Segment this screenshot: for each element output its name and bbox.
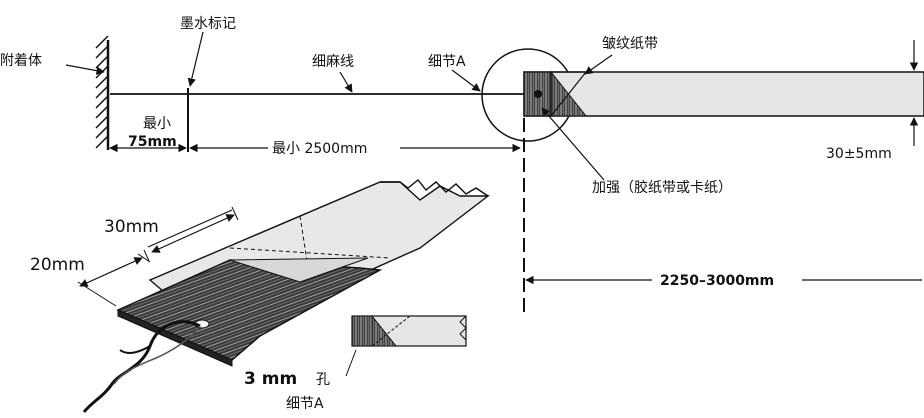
arrow-twine	[339, 71, 353, 93]
label-reinforce: 加强（胶纸带或卡纸）	[592, 179, 732, 196]
label-min-75: 75mm	[128, 134, 177, 150]
detail-a-small	[351, 314, 467, 347]
label-attachment: 附着体	[0, 53, 42, 69]
dim-tick-20-left	[77, 281, 117, 307]
dim-tick-30-right	[231, 206, 239, 221]
label-2250-3000: 2250–3000mm	[660, 273, 774, 289]
arrow-reinforce	[541, 107, 605, 181]
label-detail-a-top: 细节A	[428, 54, 466, 70]
wall-attachment	[95, 35, 110, 150]
leader-detail-a-small	[345, 349, 357, 377]
label-twine: 细麻线	[312, 54, 354, 70]
crepe-tape-top	[523, 70, 924, 117]
tape-perspective	[82, 179, 491, 413]
label-crepe-tape: 皱纹纸带	[602, 36, 658, 52]
label-min-small: 最小	[143, 116, 171, 132]
arrow-ink-mark	[187, 31, 204, 87]
label-detail-a-bottom: 细节A	[286, 396, 324, 412]
arrow-attachment	[65, 64, 105, 75]
label-hole: 孔	[316, 372, 330, 388]
dim-arrows-20	[79, 257, 143, 287]
label-min-2500: 最小 2500mm	[272, 141, 367, 157]
label-30mm: 30mm	[104, 217, 159, 237]
label-20mm: 20mm	[30, 255, 85, 275]
dim-tick-30-left	[143, 249, 150, 262]
label-ink-mark: 墨水标记	[180, 16, 236, 32]
label-3mm: 3 mm	[244, 369, 297, 389]
label-width-30-5: 30±5mm	[826, 146, 892, 162]
arrow-detail-a	[451, 69, 481, 92]
dim-arrows-30	[151, 214, 235, 253]
dim-line-30-top	[147, 209, 233, 248]
dim-tick-20-right	[137, 253, 151, 263]
arrow-crepe-tape	[584, 54, 613, 75]
